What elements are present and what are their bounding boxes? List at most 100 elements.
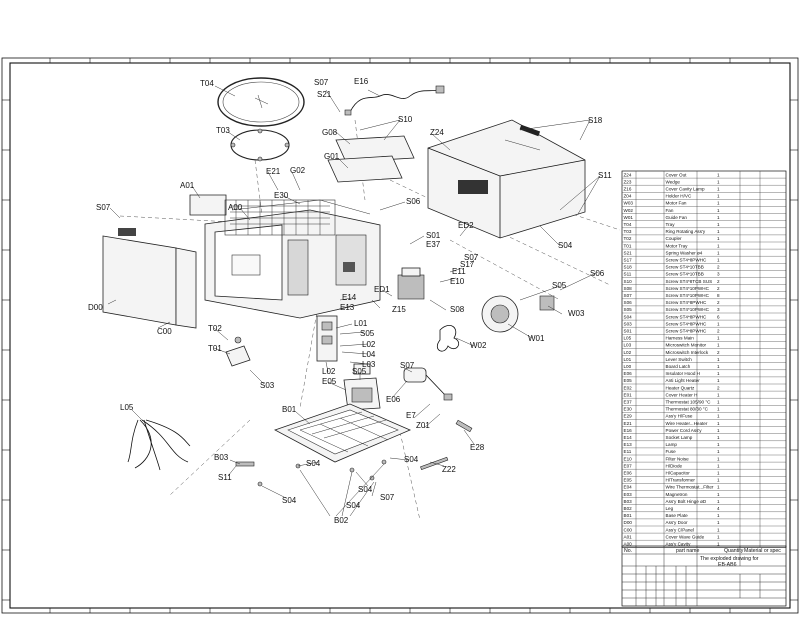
bom-part-qty: 1	[717, 179, 720, 184]
bom-part-name: Screw ST4*10TBB	[666, 272, 704, 277]
bom-part-name: Screw ST4*10TBB	[666, 265, 704, 270]
bom-part-code: E30	[624, 407, 633, 412]
bom-part-name: Leg	[666, 506, 674, 511]
bom-part-qty: 2	[717, 385, 720, 390]
callout-s04-left: S04	[282, 496, 297, 505]
bom-part-qty: 3	[717, 272, 720, 277]
bom-part-code: W02	[624, 208, 634, 213]
bom-part-qty: 1	[717, 463, 720, 468]
bom-part-qty: 1	[717, 478, 720, 483]
bom-part-code: B01	[624, 513, 633, 518]
callout-t03: T03	[216, 126, 230, 135]
callout-s04: S04	[558, 241, 573, 250]
bom-part-name: Ass'y Cavity	[666, 542, 692, 547]
bom-part-code: B03	[624, 499, 633, 504]
bom-part-name: Motor Fan	[666, 201, 687, 206]
callout-a00: A00	[228, 203, 243, 212]
callout-g01: G01	[324, 152, 340, 161]
bom-part-name: Cover Wave Guide	[666, 534, 705, 539]
callout-s05-c: S05	[352, 367, 367, 376]
callout-z01: Z01	[416, 421, 430, 430]
callout-ed1: ED1	[374, 285, 390, 294]
bom-part-code: S18	[624, 265, 633, 270]
bom-part-code: B02	[624, 506, 633, 511]
bom-part-qty: 1	[717, 194, 720, 199]
bom-part-code: E02	[624, 385, 633, 390]
callout-t02: T02	[208, 324, 222, 333]
bom-part-qty: 1	[717, 471, 720, 476]
bom-part-name: Harness Main	[666, 336, 695, 341]
callout-e11: E11	[452, 267, 466, 276]
bom-part-name: Microswitch Monitor	[666, 343, 707, 348]
callout-e10: E10	[450, 277, 465, 286]
callout-g08: G08	[322, 128, 338, 137]
bom-part-qty: 1	[717, 364, 720, 369]
bom-part-qty: 1	[717, 357, 720, 362]
bom-part-qty: 2	[717, 279, 720, 284]
bom-part-name: Spring Washer ø4	[666, 250, 703, 255]
bom-part-name: Screw ST4*10PWHC	[666, 293, 710, 298]
callout-w01: W01	[528, 334, 545, 343]
callout-s11-hinge: S11	[218, 473, 232, 482]
callout-s04-center: S04	[346, 501, 361, 510]
bom-part-name: Fan	[666, 208, 674, 213]
bom-part-code: S08	[624, 286, 633, 291]
callout-s03: S03	[260, 381, 275, 390]
bom-part-code: S21	[624, 250, 633, 255]
callout-b02: B02	[334, 516, 349, 525]
frame-tick-marks	[2, 58, 798, 613]
callout-s06: S06	[406, 197, 421, 206]
callout-s21: S21	[317, 90, 332, 99]
bom-header-part-name: part name	[676, 548, 699, 554]
callout-e06: E06	[386, 395, 401, 404]
callout-e14: E14	[342, 293, 357, 302]
bom-part-name: Screw ST4*8PWHC	[666, 258, 708, 263]
base-plate-part	[274, 403, 412, 463]
bom-part-qty: 2	[717, 265, 720, 270]
bom-part-code: E07	[624, 463, 633, 468]
bom-part-qty: 6	[717, 314, 720, 319]
bom-part-code: E05	[624, 478, 633, 483]
bom-part-name: Motor Tray	[666, 243, 689, 248]
bom-part-name: Ring Rotating Ass'y	[666, 229, 706, 234]
callout-l04: L04	[362, 350, 376, 359]
bom-part-code: D00	[624, 520, 633, 525]
bom-part-code: C00	[624, 527, 633, 532]
bom-part-code: W03	[624, 201, 634, 206]
callout-w02: W02	[470, 341, 487, 350]
bom-part-code: E04	[624, 485, 633, 490]
bom-part-qty: 1	[717, 371, 720, 376]
callout-s07-cap: S07	[400, 361, 415, 370]
bom-part-name: Screw ST4*8PWHC	[666, 329, 708, 334]
callout-l05: L05	[120, 403, 134, 412]
bom-part-code: E16	[624, 428, 633, 433]
bom-part-qty: 1	[717, 428, 720, 433]
bom-part-code: E13	[624, 442, 633, 447]
callout-l02-b: L02	[322, 367, 336, 376]
callout-d00: D00	[88, 303, 103, 312]
bom-part-code: Z04	[624, 194, 632, 199]
bom-part-code: T01	[624, 243, 632, 248]
callout-e13: E13	[340, 303, 355, 312]
callout-s05-switch: S05	[360, 329, 375, 338]
bom-part-name: Screw ST4*8TCB SUS	[666, 279, 713, 284]
bom-part-qty: 1	[717, 236, 720, 241]
power-cord-part	[344, 85, 445, 116]
